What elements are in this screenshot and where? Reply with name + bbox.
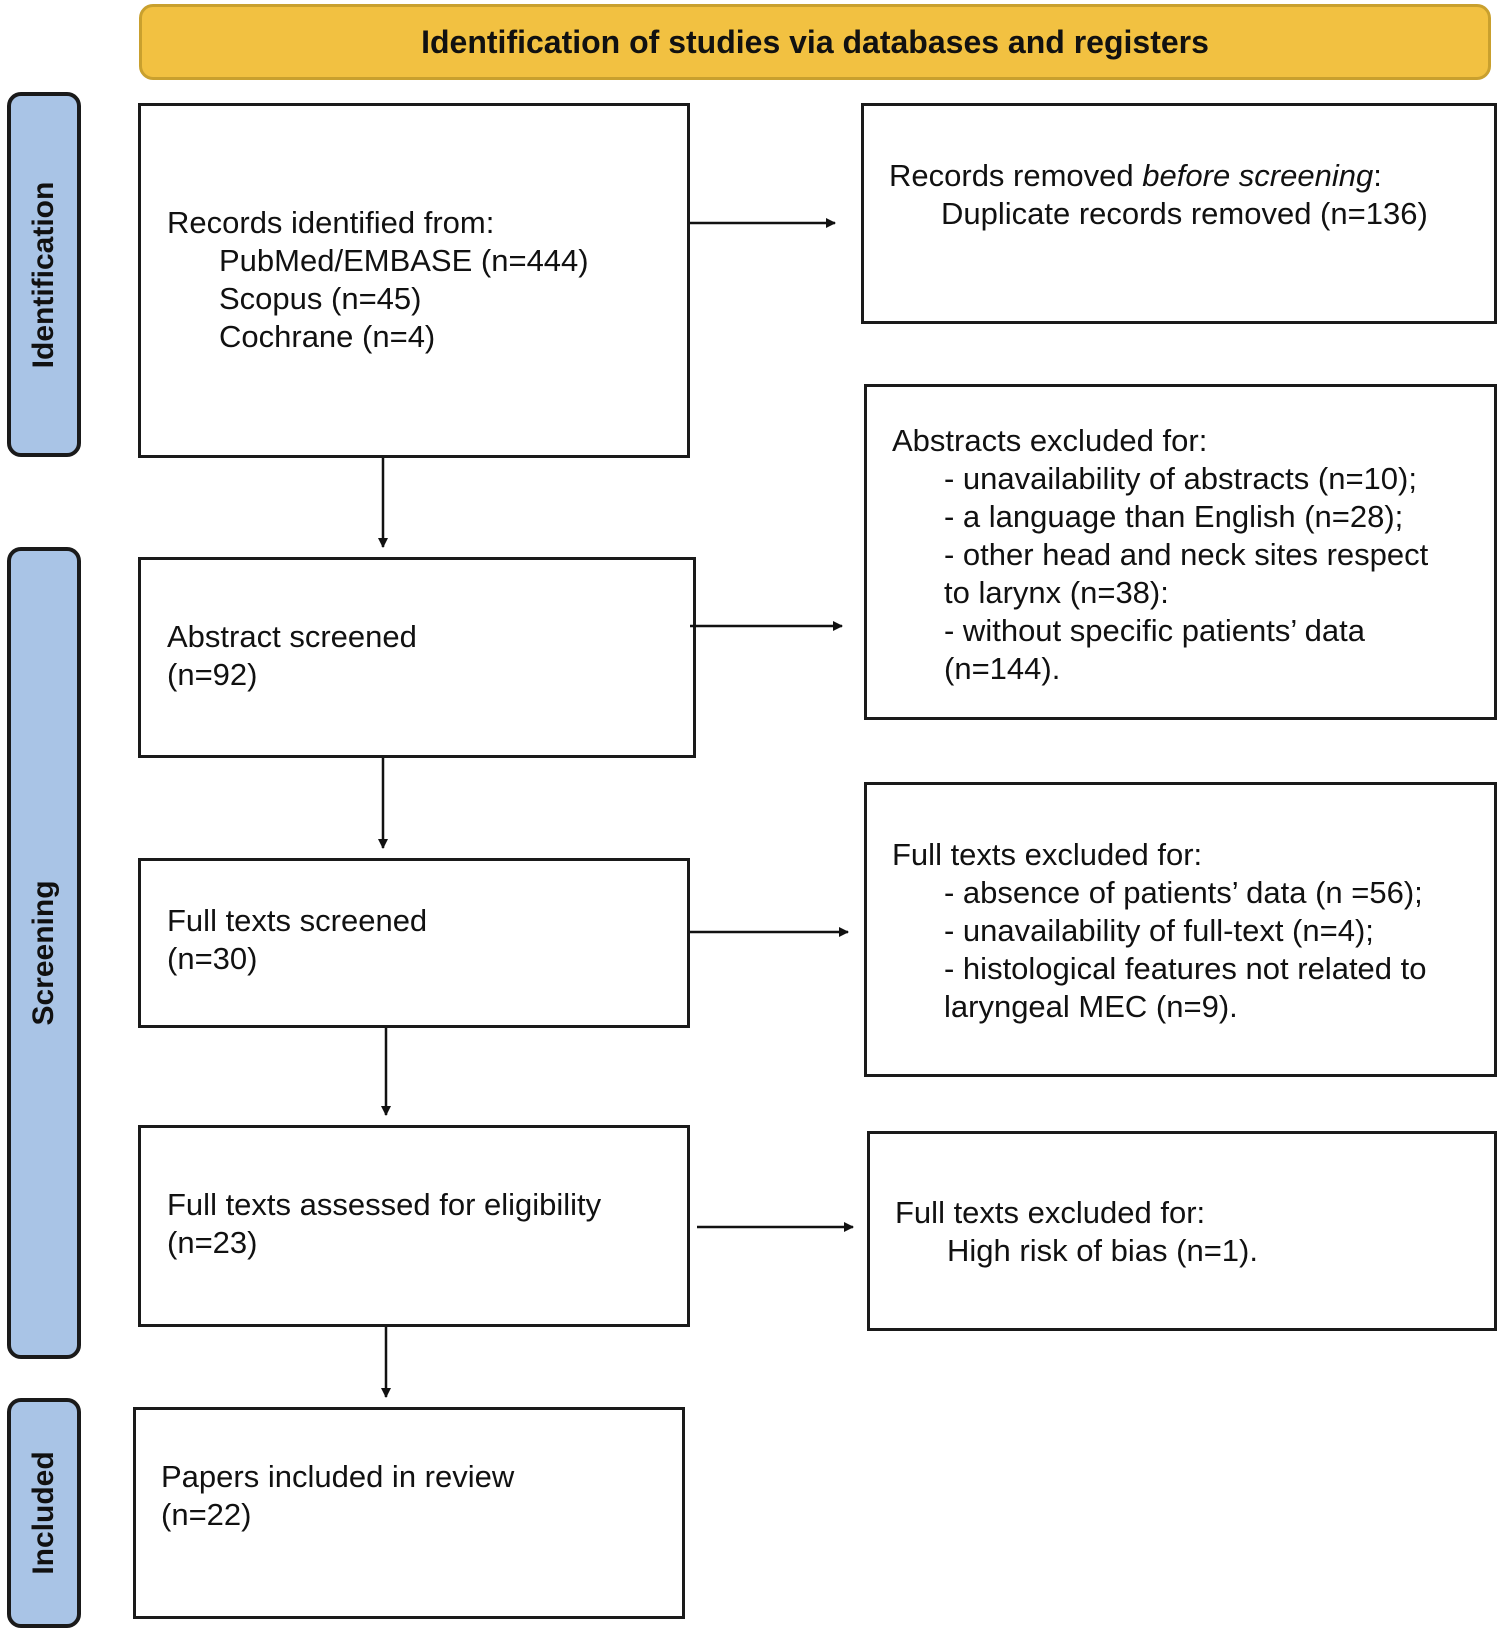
stage-screening: Screening [7,547,81,1359]
records-removed-box [861,103,1497,324]
abstract-screened-count: (n=92) [167,657,258,692]
included-count: (n=22) [161,1497,252,1532]
full-texts-screened-label: Full texts screened [167,903,428,938]
abstracts-excluded-reason: - other head and neck sites respect [944,537,1429,572]
records-source-pubmed: PubMed/EMBASE (n=444) [219,243,589,278]
stage-identification: Identification [7,92,81,457]
records-identified-text: Records identified from: PubMed/EMBASE (… [167,204,589,356]
included-text: Papers included in review (n=22) [161,1458,514,1534]
abstract-screened-box [138,557,696,758]
abstracts-excluded-reason: - a language than English (n=28); [944,499,1404,534]
header-banner: Identification of studies via databases … [139,4,1491,80]
abstracts-excluded-reason: - unavailability of abstracts (n=10); [944,461,1417,496]
records-source-scopus: Scopus (n=45) [219,281,422,316]
records-source-cochrane: Cochrane (n=4) [219,319,436,354]
full-texts-screened-text: Full texts screened (n=30) [167,902,427,978]
records-removed-text: Records removed before screening: Duplic… [889,157,1428,233]
abstracts-excluded-reason: to larynx (n=38): [944,575,1169,610]
records-identified-box [138,103,690,458]
included-label: Papers included in review [161,1459,515,1494]
abstract-screened-text: Abstract screened (n=92) [167,618,417,694]
bias-excluded-heading: Full texts excluded for: [895,1195,1206,1230]
full-texts-excluded-reason: - absence of patients’ data (n =56); [944,875,1423,910]
full-texts-screened-box [138,858,690,1028]
records-identified-heading: Records identified from: [167,205,495,240]
full-texts-excluded-reason: - histological features not related to [944,951,1427,986]
abstracts-excluded-heading: Abstracts excluded for: [892,423,1208,458]
eligibility-count: (n=23) [167,1225,258,1260]
included-box [133,1407,685,1619]
abstracts-excluded-box [864,384,1497,720]
full-texts-excluded-reason: - unavailability of full-text (n=4); [944,913,1374,948]
header-title: Identification of studies via databases … [421,23,1209,60]
records-removed-heading: Records removed before screening: [889,158,1382,193]
abstracts-excluded-reason: - without specific patients’ data [944,613,1366,648]
bias-excluded-box [867,1131,1497,1331]
bias-excluded-text: Full texts excluded for: High risk of bi… [895,1194,1258,1270]
full-texts-screened-count: (n=30) [167,941,258,976]
abstracts-excluded-reason: (n=144). [944,651,1061,686]
duplicate-records-removed: Duplicate records removed (n=136) [941,196,1428,231]
full-texts-excluded-text: Full texts excluded for: - absence of pa… [892,836,1427,1026]
eligibility-label: Full texts assessed for eligibility [167,1187,602,1222]
eligibility-box [138,1125,690,1327]
full-texts-excluded-box [864,782,1497,1077]
abstracts-excluded-text: Abstracts excluded for: - unavailability… [892,422,1428,688]
stage-included: Included [7,1398,81,1628]
full-texts-excluded-reason: laryngeal MEC (n=9). [944,989,1238,1024]
abstract-screened-label: Abstract screened [167,619,417,654]
eligibility-text: Full texts assessed for eligibility (n=2… [167,1186,601,1262]
full-texts-excluded-heading: Full texts excluded for: [892,837,1203,872]
bias-excluded-reason: High risk of bias (n=1). [947,1233,1258,1268]
